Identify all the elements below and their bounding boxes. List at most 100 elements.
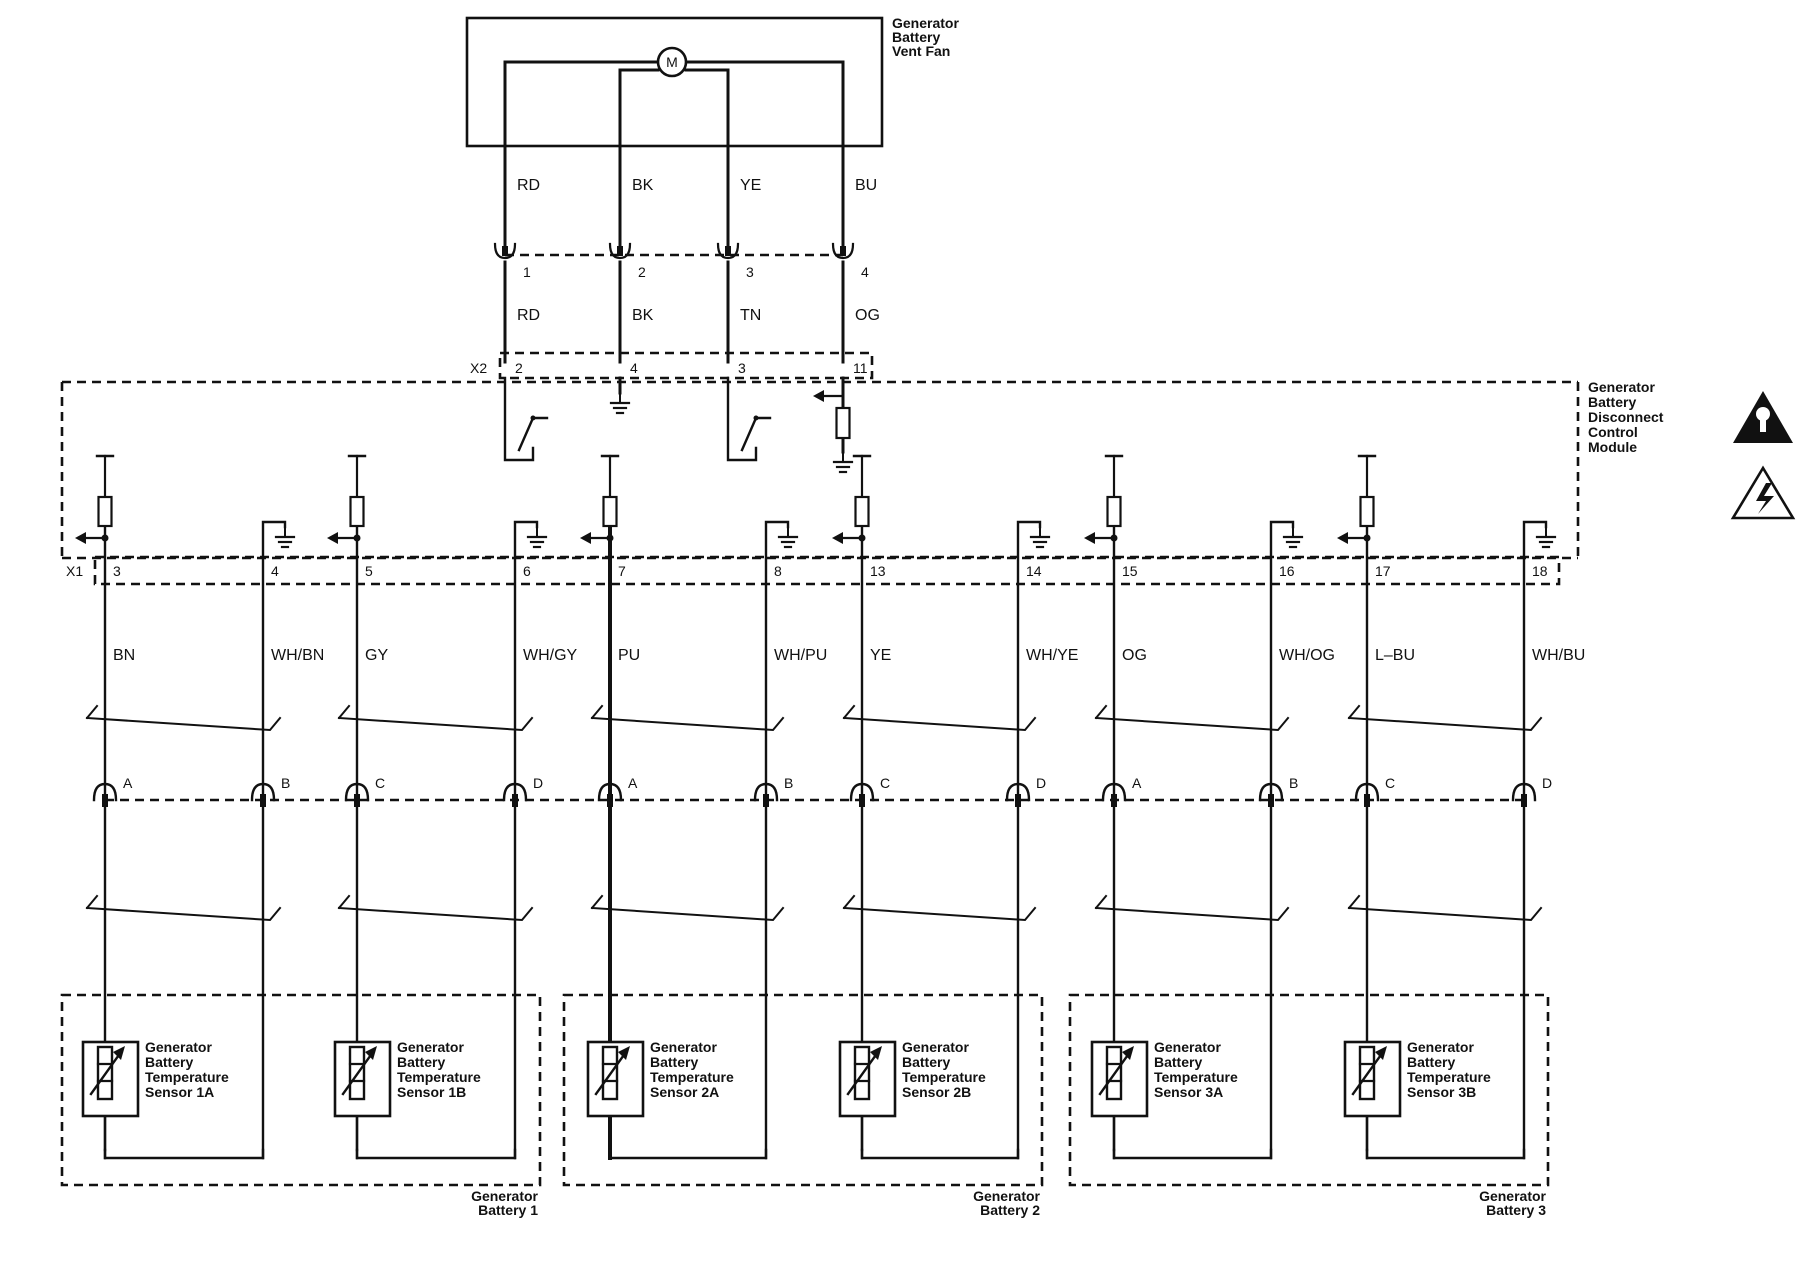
x1-pin: 3 (113, 563, 121, 579)
twisted-pair-upper-line (1094, 716, 1290, 732)
sensor-label: Battery (650, 1054, 698, 1070)
twisted-pair-lower-tick (842, 894, 856, 910)
sensor-wire-color: BN (113, 647, 135, 664)
fan-connector-terminal-pin (840, 246, 846, 256)
battery-label: Battery 3 (1486, 1202, 1546, 1218)
fan-lower-wire-color: BK (632, 307, 654, 324)
sensor-connector-terminal-arch (344, 782, 370, 802)
sensor-label: Generator (902, 1039, 969, 1055)
fan-connector-pin: 3 (746, 264, 754, 280)
fan-connector-terminal-pin (502, 246, 508, 256)
sensor-connector-terminal-pin (1268, 794, 1274, 807)
temperature-sensor-arrow (113, 1046, 125, 1060)
sensor-label: Generator (1154, 1039, 1221, 1055)
fan-lower-wire-color: TN (740, 307, 761, 324)
sensor-label: Generator (145, 1039, 212, 1055)
x1-pin: 13 (870, 563, 886, 579)
sensor-connector-terminal-arch (1101, 782, 1127, 802)
x2-switch-1-contact (530, 415, 536, 421)
sensor-label: Battery (145, 1054, 193, 1070)
vent-fan-title: Battery (892, 29, 940, 45)
fan-wire-4-path (684, 60, 845, 247)
x2-switch-2-frame (726, 376, 758, 462)
sensor-label: Generator (397, 1039, 464, 1055)
sensor-connector-letter: D (533, 775, 543, 791)
fan-connector-terminal-cup (608, 242, 632, 260)
battery-label: Generator (471, 1188, 538, 1204)
x2-switch-1-frame (503, 376, 535, 462)
sensor-connector-terminal-pin (102, 794, 108, 807)
sensor-connector-terminal-pin (1111, 794, 1117, 807)
wires-layer (103, 60, 1548, 1160)
pullup-resistor (349, 495, 365, 528)
fan-wire-2-path (618, 68, 660, 247)
signal-output-arrow-head (1337, 532, 1348, 544)
sensor-loop (103, 1148, 265, 1160)
twisted-pair-lower-line (590, 906, 785, 922)
x2-connector (498, 351, 874, 380)
x2-resistor (835, 406, 851, 440)
x1-pin: 16 (1279, 563, 1295, 579)
x2-label: X2 (470, 360, 487, 376)
vent-fan-title: Generator (892, 15, 959, 31)
fan-wire-1-path (503, 60, 660, 247)
pullup-resistor (97, 495, 113, 528)
x1-pin: 14 (1026, 563, 1042, 579)
sensor-connector-terminal-pin (354, 794, 360, 807)
temperature-sensor-arrow (1122, 1046, 1134, 1060)
twisted-pair-upper-tick (1094, 704, 1108, 720)
x1-label: X1 (66, 563, 83, 579)
twisted-pair-lower-tick (590, 894, 604, 910)
sensor-connector-letter: D (1542, 775, 1552, 791)
twisted-pair-lower-line (1094, 906, 1290, 922)
sensor-connector-terminal-pin (607, 794, 613, 807)
sensor-connector-letter: C (880, 775, 890, 791)
fan-upper-wire-color: BU (855, 177, 877, 194)
battery-2-frame (562, 993, 1044, 1187)
sensor-connector-terminal-arch (250, 782, 276, 802)
temperature-sensor-slash (341, 1050, 375, 1096)
sensor-low-wire (261, 520, 287, 1160)
x2-switch-2-contact (753, 415, 759, 421)
pullup-resistor (1359, 495, 1375, 528)
sensor-wire-color: WH/BN (271, 647, 324, 664)
battery-label: Generator (973, 1188, 1040, 1204)
sensor-loop (1365, 1148, 1526, 1160)
sensor-label: Temperature (650, 1069, 734, 1085)
x2-pin: 4 (630, 360, 638, 376)
x2-pin: 2 (515, 360, 523, 376)
fan-connector-pin: 2 (638, 264, 646, 280)
sensor-connector-terminal-arch (1354, 782, 1380, 802)
sensor-connector-terminal-arch (849, 782, 875, 802)
vent-fan-title: Vent Fan (892, 43, 950, 59)
module-title: Module (1588, 439, 1637, 455)
sensor-label: Battery (1407, 1054, 1455, 1070)
sensor-connector-letter: C (1385, 775, 1395, 791)
sensor-label: Battery (902, 1054, 950, 1070)
caution-icon (1733, 391, 1793, 443)
sensor-connector-letter: B (1289, 775, 1298, 791)
module-frame-bg (62, 382, 1578, 558)
sensor-connector-letter: D (1036, 775, 1046, 791)
fan-upper-wire-color: BK (632, 177, 654, 194)
temperature-sensor-slash (594, 1050, 628, 1096)
battery-label: Battery 1 (478, 1202, 538, 1218)
x2-output-arrow-head (813, 390, 824, 402)
signal-output-arrow-head (832, 532, 843, 544)
sensor-wire-color: WH/OG (1279, 647, 1335, 664)
twisted-pair-upper-line (842, 716, 1037, 732)
sensor-label: Battery (1154, 1054, 1202, 1070)
temperature-sensor-slash (89, 1050, 123, 1096)
sensor-loop (355, 1148, 517, 1160)
temperature-sensor-arrow (870, 1046, 882, 1060)
x2-switch-2-blade (740, 416, 772, 452)
signal-output-arrow-head (327, 532, 338, 544)
battery-1-frame (60, 993, 542, 1187)
fan-wire-3-path (684, 68, 730, 247)
sensor-label: Sensor 2B (902, 1084, 971, 1100)
pullup-resistor (1106, 495, 1122, 528)
caution-bulb-base (1760, 420, 1766, 432)
motor-symbol: M (666, 54, 678, 70)
